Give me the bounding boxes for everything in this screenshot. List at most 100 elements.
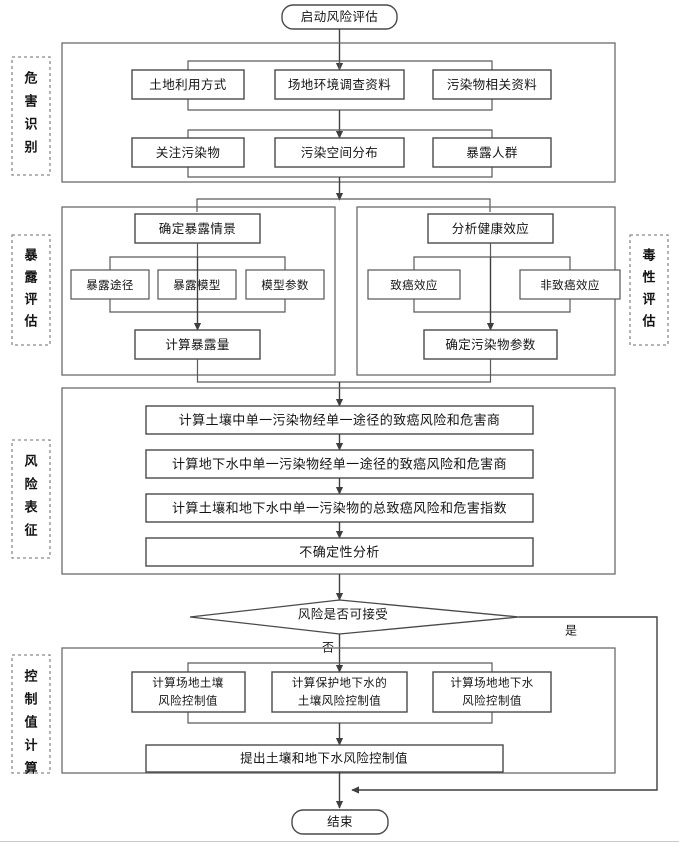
stage-frame-risk [11,439,51,559]
hazard-row2-box-0[interactable]: 关注污染物 [131,137,245,168]
stage-control-char-1: 控 [24,669,37,685]
control-row1-box-2-shape [432,671,552,713]
exposure-tail-label: 计算暴露量 [165,337,230,352]
hazard-row1-box-1[interactable]: 场地环境调查资料 [274,69,405,100]
hazard-row1-box-0-shape [131,69,245,100]
stage-label-risk: 风 险 表 征 [11,439,51,559]
control-row1-box-1-shape [271,671,408,713]
stage-exposure-char-3: 评 [24,293,37,308]
risk-step-2-shape [145,493,534,523]
end-node[interactable]: 结束 [291,809,389,835]
stage-exposure-char-4: 估 [23,314,37,330]
control-row1-box-2[interactable]: 计算场地地下水 风险控制值 [432,671,552,713]
group-frame-exposure [61,206,336,376]
stage-hazard-char-1: 危 [24,71,37,87]
exposure-head-box[interactable]: 确定暴露情景 [134,213,261,244]
stage-toxicity-char-1: 毒 [642,248,655,264]
stage-risk-char-4: 征 [24,523,37,539]
control-summary-box[interactable]: 提出土壤和地下水风险控制值 [145,744,504,773]
risk-step-1[interactable]: 计算地下水中单一污染物经单一途径的致癌风险和危害商 [145,449,534,479]
hazard-row2-box-2-shape [432,137,552,168]
stage-control-char-3: 值 [24,715,37,731]
hazard-row1-box-2[interactable]: 污染物相关资料 [432,69,552,100]
risk-step-3-label: 不确定性分析 [299,546,379,561]
toxicity-head-label: 分析健康效应 [452,221,529,236]
edge-decision-yes [351,616,658,794]
toxicity-tail-box[interactable]: 确定污染物参数 [423,329,558,360]
hazard-row2-box-2-label: 暴露人群 [466,145,518,160]
risk-step-3-shape [145,537,534,567]
stage-label-toxicity: 毒 性 评 估 [629,234,669,346]
bus-hazard-row2-bottom [187,167,493,178]
hazard-row2-box-0-label: 关注污染物 [156,145,221,160]
control-row1-box-1-line1: 计算保护地下水的 [292,676,387,690]
exposure-tail-shape [134,329,261,360]
bus-toxicity-mid-top [413,256,571,270]
exposure-mid-box-0-shape [70,269,150,300]
bus-control-row1-bottom [187,712,493,724]
hazard-row1-box-0[interactable]: 土地利用方式 [131,69,245,100]
exposure-mid-box-2-shape [245,269,325,300]
stage-hazard-char-3: 识 [24,118,37,133]
toxicity-head-shape [427,213,554,244]
exposure-mid-box-0[interactable]: 暴露途径 [70,269,150,300]
toxicity-mid-box-0-label: 致癌效应 [390,278,438,292]
stage-toxicity-char-3: 评 [642,293,655,308]
start-node-label: 启动风险评估 [301,9,378,24]
toxicity-head-box[interactable]: 分析健康效应 [427,213,554,244]
toxicity-tail-label: 确定污染物参数 [445,337,535,352]
stage-label-control: 控 制 值 计 算 [11,654,51,777]
bus-merge-to-risk [196,359,492,383]
hazard-row1-box-2-shape [432,69,552,100]
bus-control-row1-top [187,662,493,672]
exposure-mid-box-0-label: 暴露途径 [86,278,134,292]
exposure-tail-box[interactable]: 计算暴露量 [134,329,261,360]
stage-frame-toxicity [629,234,669,346]
bus-hazard-row1-bottom [187,99,493,111]
stage-frame-exposure [11,234,51,346]
stage-hazard-char-2: 害 [24,94,37,110]
group-frame-control [61,647,616,774]
hazard-row1-box-1-label: 场地环境调查资料 [288,77,391,92]
stage-label-hazard: 危 害 识 别 [11,56,51,176]
decision-label: 风险是否可接受 [298,607,388,622]
hazard-row1-box-2-label: 污染物相关资料 [447,77,537,92]
control-row1-box-2-line2: 风险控制值 [462,694,522,708]
risk-step-3[interactable]: 不确定性分析 [145,537,534,567]
bus-toxicity-mid-bottom [413,299,571,313]
risk-step-0[interactable]: 计算土壤中单一污染物经单一途径的致癌风险和危害商 [145,405,534,435]
stage-risk-char-1: 风 [24,455,37,470]
stage-toxicity-char-4: 估 [641,314,655,330]
end-node-shape [291,809,389,835]
exposure-mid-box-2-label: 模型参数 [261,278,309,292]
stage-control-char-2: 制 [24,692,37,708]
hazard-row2-box-1-shape [274,137,405,168]
decision-node[interactable]: 风险是否可接受 [189,599,520,635]
group-frame-risk [61,387,616,575]
stage-control-char-4: 计 [24,738,37,754]
toxicity-mid-box-1-label: 非致癌效应 [540,278,600,292]
stage-risk-char-3: 表 [23,500,38,516]
start-node[interactable]: 启动风险评估 [281,4,398,30]
hazard-row2-box-2[interactable]: 暴露人群 [432,137,552,168]
stage-exposure-char-2: 露 [24,271,38,286]
stage-hazard-char-4: 别 [23,141,37,156]
risk-step-2[interactable]: 计算土壤和地下水中单一污染物的总致癌风险和危害指数 [145,493,534,523]
end-node-label: 结束 [327,814,353,829]
stage-label-exposure: 暴 露 评 估 [11,234,51,346]
stage-toxicity-char-2: 性 [642,270,655,286]
stage-frame-control [11,654,51,774]
toxicity-mid-box-1[interactable]: 非致癌效应 [519,269,621,300]
toxicity-mid-box-0[interactable]: 致癌效应 [367,269,461,300]
hazard-row1-box-1-shape [274,69,405,100]
control-row1-box-0[interactable]: 计算场地土壤 风险控制值 [131,671,246,713]
exposure-mid-box-2[interactable]: 模型参数 [245,269,325,300]
hazard-row2-box-1[interactable]: 污染空间分布 [274,137,405,168]
toxicity-mid-box-1-shape [519,269,621,300]
stage-frame-hazard [11,56,51,176]
risk-step-0-shape [145,405,534,435]
control-summary-label: 提出土壤和地下水风险控制值 [240,751,408,766]
group-frame-hazard [61,42,616,183]
control-row1-box-1[interactable]: 计算保护地下水的 土壤风险控制值 [271,671,408,713]
